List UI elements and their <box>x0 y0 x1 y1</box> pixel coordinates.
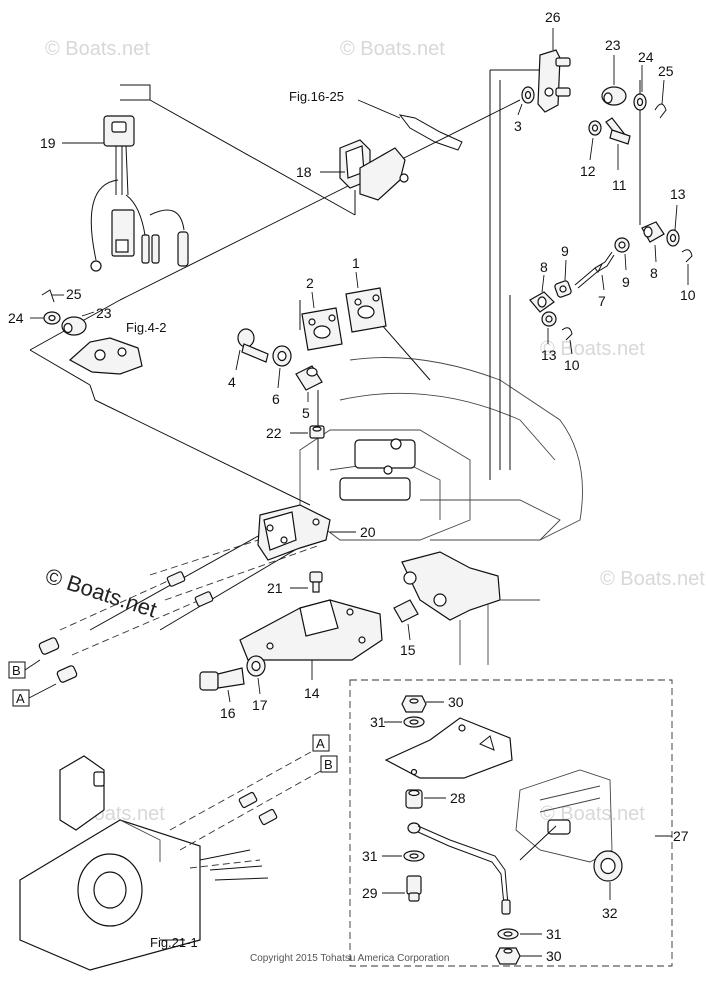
kit-box-27 <box>349 679 673 967</box>
nut-32 <box>593 850 623 882</box>
callout-4: 4 <box>228 374 236 390</box>
callout-24-upper: 24 <box>638 49 654 65</box>
callout-13-right: 13 <box>670 186 686 202</box>
washer-17 <box>246 655 266 677</box>
callout-30-bottom: 30 <box>546 948 562 964</box>
bolt-29 <box>406 875 422 902</box>
callout-29: 29 <box>362 885 378 901</box>
callout-12: 12 <box>580 163 596 179</box>
callout-17: 17 <box>252 697 268 713</box>
callout-30-top: 30 <box>448 694 464 710</box>
joint-23-upper <box>601 86 667 119</box>
callout-24-left: 24 <box>8 310 24 326</box>
watermark-text: © Boats.net <box>540 338 645 360</box>
link-plate-26 <box>521 49 571 113</box>
callout-26: 26 <box>545 9 561 25</box>
nut-22 <box>309 425 325 439</box>
bracket-18 <box>339 114 463 201</box>
callout-7: 7 <box>598 293 606 309</box>
plate-1 <box>345 287 387 333</box>
watermark-text: © Boats.net <box>600 568 705 590</box>
callout-27: 27 <box>673 828 689 844</box>
joint-8-right <box>641 221 693 263</box>
callout-31-top: 31 <box>370 714 386 730</box>
callout-1: 1 <box>352 255 360 271</box>
remote-cables-right <box>169 747 327 881</box>
bolt-16 <box>199 667 245 691</box>
plate-2 <box>301 307 343 351</box>
steering-arm <box>401 551 540 665</box>
copyright-text: Copyright 2015 Tohatsu America Corporati… <box>250 953 449 964</box>
callout-8-right: 8 <box>650 265 658 281</box>
callout-28: 28 <box>450 790 466 806</box>
callout-2: 2 <box>306 275 314 291</box>
callout-8-left: 8 <box>540 259 548 275</box>
engine-outline <box>299 357 583 541</box>
callout-14: 14 <box>304 685 320 701</box>
callout-5: 5 <box>302 405 310 421</box>
callout-3: 3 <box>514 118 522 134</box>
callout-18: 18 <box>296 164 312 180</box>
remote-control-box <box>19 755 201 971</box>
kit-link-rod <box>407 822 511 915</box>
callout-15: 15 <box>400 642 416 658</box>
ref-fig-4-2: Fig.4-2 <box>126 320 166 335</box>
marker-a-right: A <box>316 736 325 751</box>
callout-9-right: 9 <box>622 274 630 290</box>
harness-19 <box>90 115 189 272</box>
remote-cables-left <box>38 571 214 683</box>
washer-31-top <box>403 716 425 728</box>
callout-25-left: 25 <box>66 286 82 302</box>
plate-14 <box>239 599 383 661</box>
nut-30-top <box>401 695 427 713</box>
callout-9-left: 9 <box>561 243 569 259</box>
marker-b-right: B <box>324 757 333 772</box>
washer-31-mid <box>403 850 425 862</box>
kit-bracket <box>384 717 513 779</box>
callout-23-left: 23 <box>96 305 112 321</box>
callout-23-upper: 23 <box>605 37 621 53</box>
callout-21: 21 <box>267 580 283 596</box>
fig-4-2-assembly <box>41 289 143 375</box>
washer-31-bottom <box>497 928 519 940</box>
ref-fig-21-1: Fig.21-1 <box>150 935 198 950</box>
callout-11: 11 <box>612 177 627 193</box>
callout-31-mid: 31 <box>362 848 378 864</box>
callout-25-upper: 25 <box>658 63 674 79</box>
collar-5 <box>295 365 323 391</box>
callout-13-left: 13 <box>541 347 557 363</box>
bolt-21 <box>309 571 323 593</box>
callout-10-left: 10 <box>564 357 580 373</box>
callout-19: 19 <box>40 135 56 151</box>
joint-8-left <box>529 291 573 341</box>
marker-b-left: B <box>12 663 21 678</box>
callout-32: 32 <box>602 905 618 921</box>
callout-16: 16 <box>220 705 236 721</box>
callout-6: 6 <box>272 391 280 407</box>
callout-22: 22 <box>266 425 282 441</box>
washer-bolt-12-11 <box>588 117 631 145</box>
bushing-6 <box>272 345 292 367</box>
bushing-28 <box>405 789 423 809</box>
callout-31-bottom: 31 <box>546 926 562 942</box>
bushing-15 <box>393 599 419 623</box>
cable-bracket-20 <box>257 504 331 561</box>
watermark-text: © Boats.net <box>340 38 445 60</box>
marker-b-box-right <box>320 755 338 773</box>
nut-30-bottom <box>495 947 521 965</box>
watermark-text: © Boats.net <box>45 38 150 60</box>
callout-10-right: 10 <box>680 287 696 303</box>
rod-7-with-collars <box>554 237 630 298</box>
marker-a-left: A <box>16 691 25 706</box>
ref-fig-16-25: Fig.16-25 <box>289 89 344 104</box>
leader-lines <box>29 69 641 631</box>
marker-a-box-right <box>312 734 330 752</box>
pin-4 <box>237 328 269 363</box>
callout-20: 20 <box>360 524 376 540</box>
